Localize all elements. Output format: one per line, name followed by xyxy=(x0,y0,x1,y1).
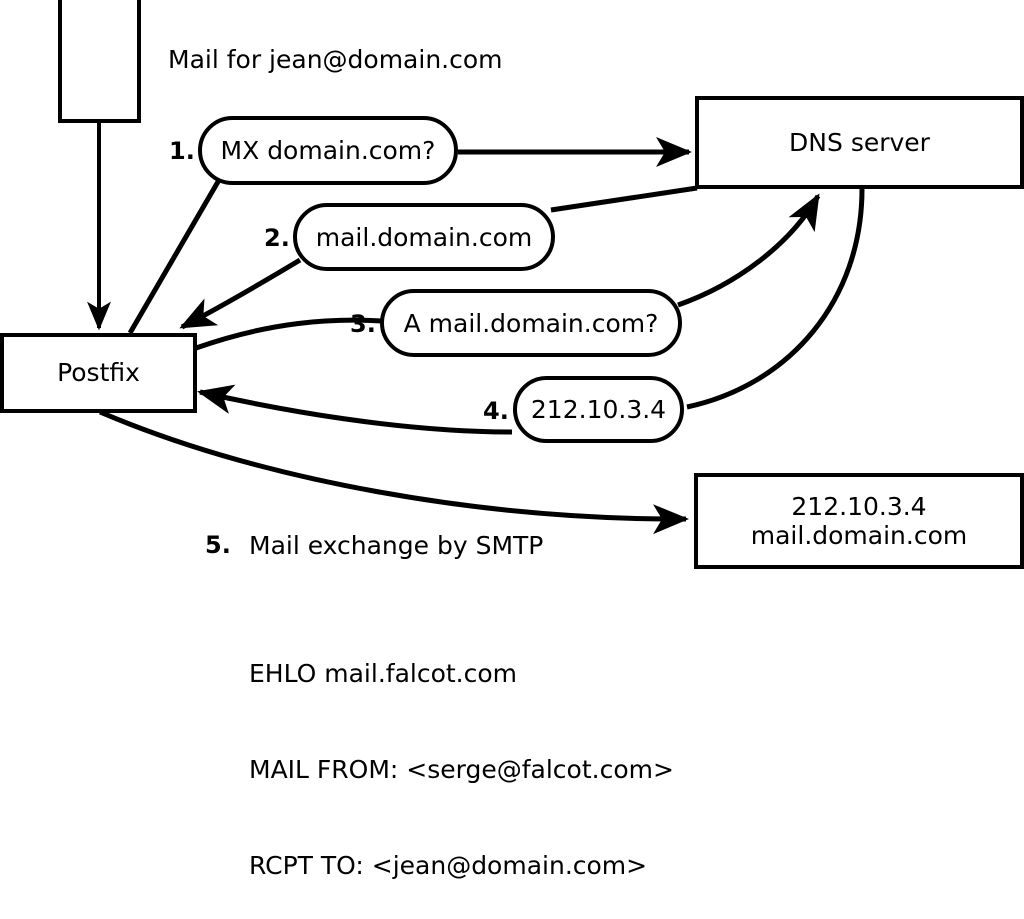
bubble-step-2-text: mail.domain.com xyxy=(315,222,533,252)
bubble-step-2: mail.domain.com xyxy=(293,203,555,271)
connector-bubble4-to-postfix xyxy=(197,384,513,435)
step-number-4: 4. xyxy=(483,397,509,425)
target-server-ip: 212.10.3.4 xyxy=(791,491,927,521)
step-number-1: 1. xyxy=(169,137,195,165)
connector-postfix-to-bubble1 xyxy=(127,178,222,335)
smtp-line: EHLO mail.falcot.com xyxy=(249,659,518,688)
bubble-step-4-text: 212.10.3.4 xyxy=(530,395,667,424)
smtp-transcript: EHLO mail.falcot.com MAIL FROM: <serge@f… xyxy=(249,594,674,919)
bubble-step-3: A mail.domain.com? xyxy=(380,289,682,357)
bubble-step-1: MX domain.com? xyxy=(198,116,458,185)
step-number-2: 2. xyxy=(264,224,290,252)
dns-server-box: DNS server xyxy=(695,96,1024,189)
connector-bubble2-to-postfix xyxy=(179,257,302,330)
postfix-box: Postfix xyxy=(0,333,197,413)
bubble-step-1-text: MX domain.com? xyxy=(220,136,436,165)
connector-dns-to-bubble2 xyxy=(550,185,698,213)
source-mail-box xyxy=(58,0,141,123)
connector-postfix-to-target xyxy=(99,409,689,535)
postfix-label: Postfix xyxy=(57,358,140,388)
bubble-step-3-text: A mail.domain.com? xyxy=(403,308,659,338)
target-server-hostname: mail.domain.com xyxy=(750,521,968,550)
connector-dns-to-bubble4 xyxy=(686,188,865,410)
dns-server-label: DNS server xyxy=(789,127,930,157)
step-number-5: 5. xyxy=(205,531,231,559)
smtp-line: MAIL FROM: <serge@falcot.com> xyxy=(249,755,674,784)
connector-bubble3-to-dns xyxy=(677,193,821,308)
smtp-line: RCPT TO: <jean@domain.com> xyxy=(249,851,648,880)
target-server-box: 212.10.3.4 mail.domain.com xyxy=(694,473,1024,569)
bubble-step-4: 212.10.3.4 xyxy=(513,376,684,443)
step-5-label: Mail exchange by SMTP xyxy=(249,531,544,560)
connector-postfix-to-bubble3 xyxy=(195,317,384,351)
step-number-3: 3. xyxy=(350,310,376,338)
page-title: Mail for jean@domain.com xyxy=(168,45,503,74)
